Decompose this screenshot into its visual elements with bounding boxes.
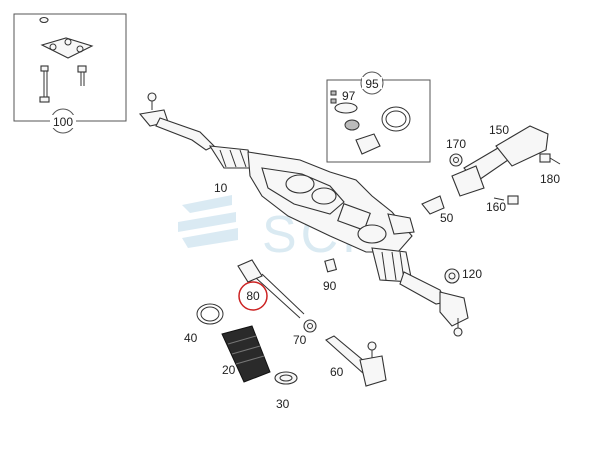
inner-tie-rod-80: 80: [237, 259, 305, 319]
nut-120: 120: [444, 267, 482, 284]
bolt-head-left: [40, 65, 49, 72]
part-label-90: 90: [323, 279, 337, 293]
part-label-50: 50: [440, 211, 454, 225]
part-label-150: 150: [489, 123, 509, 137]
tie-rod-end-right: [439, 291, 469, 327]
outer-tie-rod-end-60: 60: [325, 335, 387, 387]
part-label-70: 70: [293, 333, 307, 347]
clip-50-icon: [421, 195, 445, 215]
part-label-97: 97: [342, 89, 356, 103]
lock-nut-70: 70: [293, 319, 317, 347]
lock-nut-70-icon: [303, 319, 317, 333]
part-label-20: 20: [222, 363, 236, 377]
part-label-10: 10: [214, 181, 228, 195]
clamp-40: 40: [184, 303, 224, 345]
part-label-100: 100: [53, 115, 73, 129]
steering-shaft-150: 150 170 180 160: [446, 123, 560, 214]
part-label-95: 95: [365, 77, 379, 91]
bolt-head-right: [77, 65, 87, 73]
clamp-30: 30: [274, 371, 298, 411]
small-washer-icon: [39, 16, 49, 24]
universal-joint-upper: [495, 125, 549, 167]
snap-ring-icon: [381, 106, 411, 132]
part-label-160: 160: [486, 200, 506, 214]
bellows-boot-icon: [221, 325, 271, 383]
steering-gear-assembly-10: 10: [138, 92, 469, 337]
bolt-90-icon: [324, 258, 338, 273]
seal-washer-icon: [334, 102, 358, 114]
bracket-box-100: 100: [13, 13, 127, 134]
tie-rod-end-60-icon: [359, 355, 387, 387]
part-label-80: 80: [246, 289, 260, 303]
inner-tie-rod-ball-joint: [237, 259, 263, 283]
seal-bushing-icon: [355, 133, 381, 155]
part-label-120: 120: [462, 267, 482, 281]
part-label-30: 30: [276, 397, 290, 411]
clamp-30-icon: [274, 371, 298, 385]
clip-50: 50: [421, 195, 454, 225]
clamp-40-icon: [196, 303, 224, 325]
part-label-40: 40: [184, 331, 198, 345]
highlight-circle-80: [238, 281, 268, 311]
part-label-180: 180: [540, 172, 560, 186]
nut-170-icon: [449, 153, 463, 167]
bolt-90: 90: [323, 258, 338, 293]
seal-kit-box-95: 95 97: [326, 71, 431, 163]
part-label-170: 170: [446, 137, 466, 151]
mounting-bracket-plate: [40, 37, 94, 59]
motor-unit: [337, 203, 371, 231]
nut-120-icon: [444, 268, 460, 284]
bolt-180-head: [539, 153, 551, 163]
universal-joint-lower: [451, 165, 485, 197]
boot-20: 20: [221, 325, 271, 383]
part-label-60: 60: [330, 365, 344, 379]
bolt-160-head: [507, 195, 519, 205]
